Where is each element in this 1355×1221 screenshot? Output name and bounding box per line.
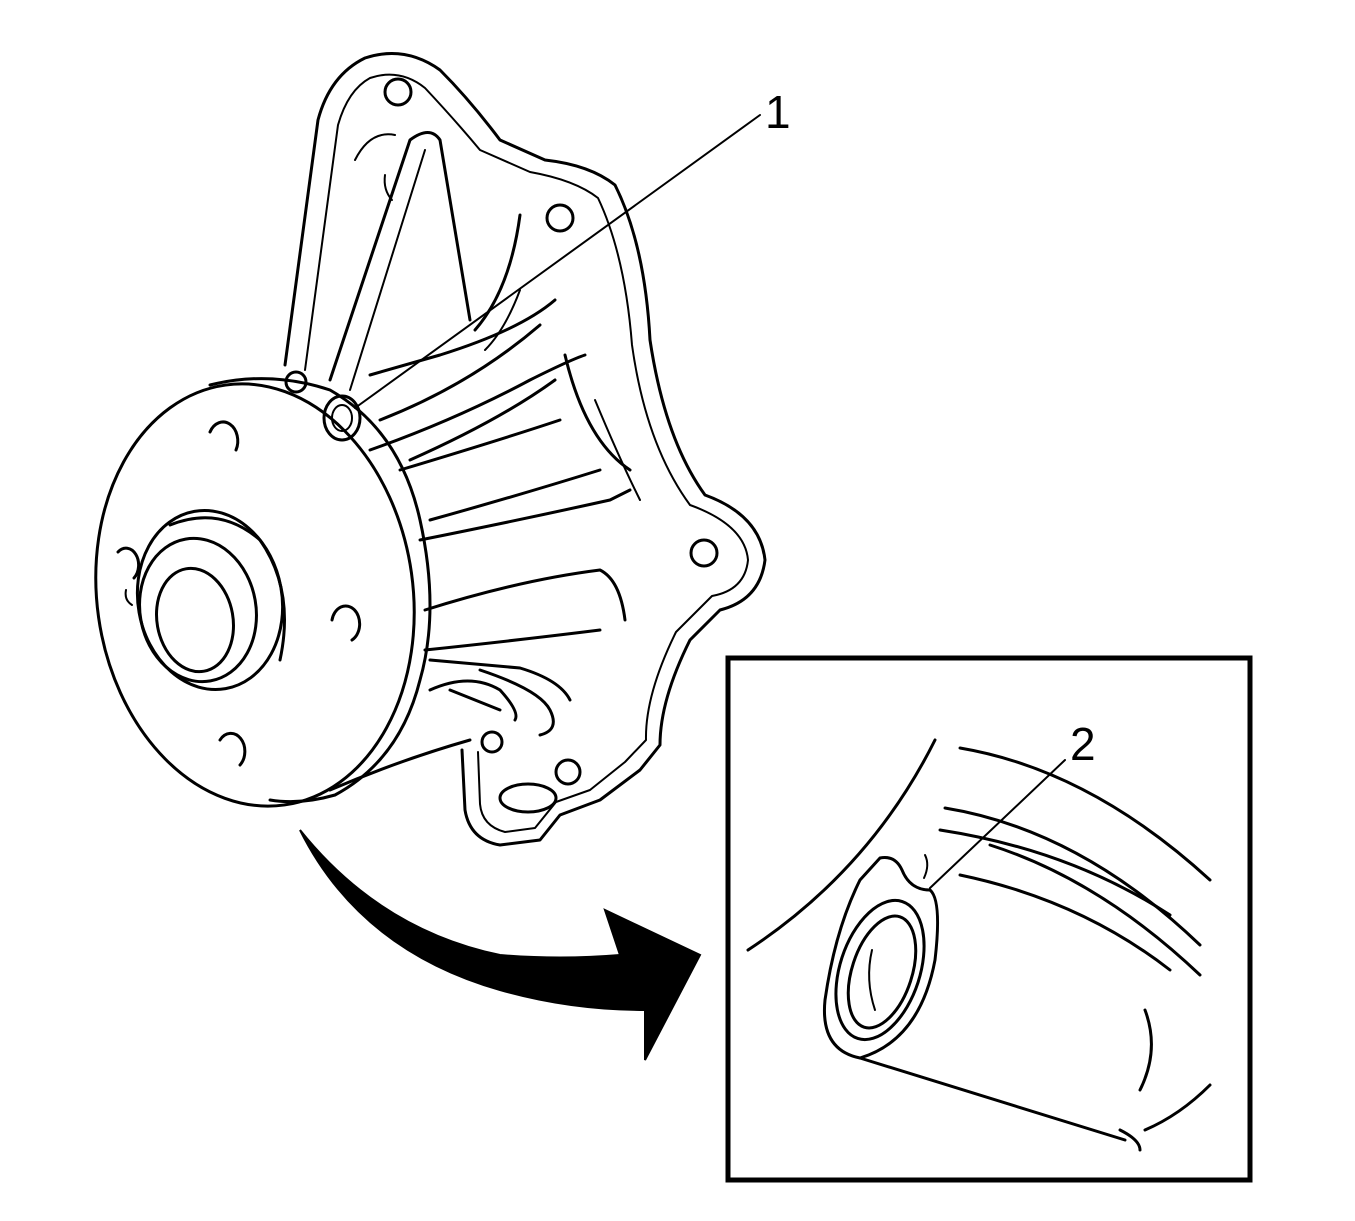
bolt-hole-top <box>383 77 413 107</box>
rib-10 <box>408 378 557 462</box>
rib-13 <box>423 568 627 622</box>
bolt-hole-bottom <box>554 758 582 786</box>
rib-7 <box>368 353 587 452</box>
rib-6 <box>368 298 557 377</box>
callout-1-label: 1 <box>765 86 791 138</box>
rib-20 <box>484 289 521 351</box>
inset-bottom-edge <box>858 1056 1127 1142</box>
bolt-hole-upper-right <box>545 203 575 233</box>
shaft-boss-mid <box>138 536 258 684</box>
rib-2 <box>349 149 426 391</box>
rib-18 <box>448 688 502 712</box>
callout-2-leader <box>929 759 1066 889</box>
rib-9 <box>398 418 562 472</box>
hub-hole-3 <box>330 604 362 642</box>
inset-contour-7 <box>1138 1008 1153 1092</box>
rib-1 <box>328 131 472 382</box>
rib-19 <box>478 668 555 737</box>
callout-1-leader <box>354 114 761 409</box>
hub-drum-side <box>208 377 432 804</box>
rib-15 <box>563 353 632 472</box>
inset-contour-1 <box>746 738 937 952</box>
weep-hole-shadow <box>868 949 876 1011</box>
inset-contour-2 <box>958 746 1212 882</box>
rib-3 <box>354 133 396 161</box>
shaft-bore <box>155 566 235 674</box>
rib-4 <box>383 174 393 201</box>
bolt-hole-right <box>689 538 719 568</box>
rib-17 <box>428 679 518 722</box>
inset-contour-9 <box>1118 1128 1142 1152</box>
rib-11 <box>418 488 632 542</box>
slot-hole <box>498 782 558 814</box>
inset-contour-6 <box>958 873 1172 972</box>
inset-contour-8 <box>1143 1083 1212 1132</box>
hub-hole-1 <box>208 420 240 452</box>
rib-21 <box>594 399 641 501</box>
flange-inner-outline <box>304 73 749 833</box>
flange-outline <box>283 52 767 847</box>
rib-12 <box>428 468 602 522</box>
hub-bottom-edge <box>328 738 472 792</box>
rib-14 <box>423 628 602 652</box>
weep-hole-bead <box>822 856 940 1060</box>
weep-hole-rim <box>834 898 926 1042</box>
inset-contour-3 <box>943 806 1202 947</box>
water-pump-drawing <box>94 52 767 847</box>
hub-hole-4 <box>218 731 247 767</box>
bolt-hole-lower <box>480 730 504 754</box>
rib-5 <box>473 213 522 332</box>
weep-hole-opening <box>846 914 918 1030</box>
hub-face <box>94 382 416 808</box>
rib-8 <box>378 323 542 422</box>
inset-frame <box>725 655 1253 1183</box>
hub-hole-2 <box>116 546 141 580</box>
inset-contour-5 <box>988 843 1202 977</box>
rib-16 <box>428 658 572 702</box>
detail-arrow-icon <box>299 829 702 1061</box>
hub-hole-2b <box>124 589 133 606</box>
inset-contour-4 <box>938 828 1172 917</box>
detail-inset <box>725 655 1253 1183</box>
inset-small-mark <box>923 854 929 879</box>
callout-2-label: 2 <box>1070 718 1096 770</box>
shaft-boss-side <box>168 516 286 662</box>
